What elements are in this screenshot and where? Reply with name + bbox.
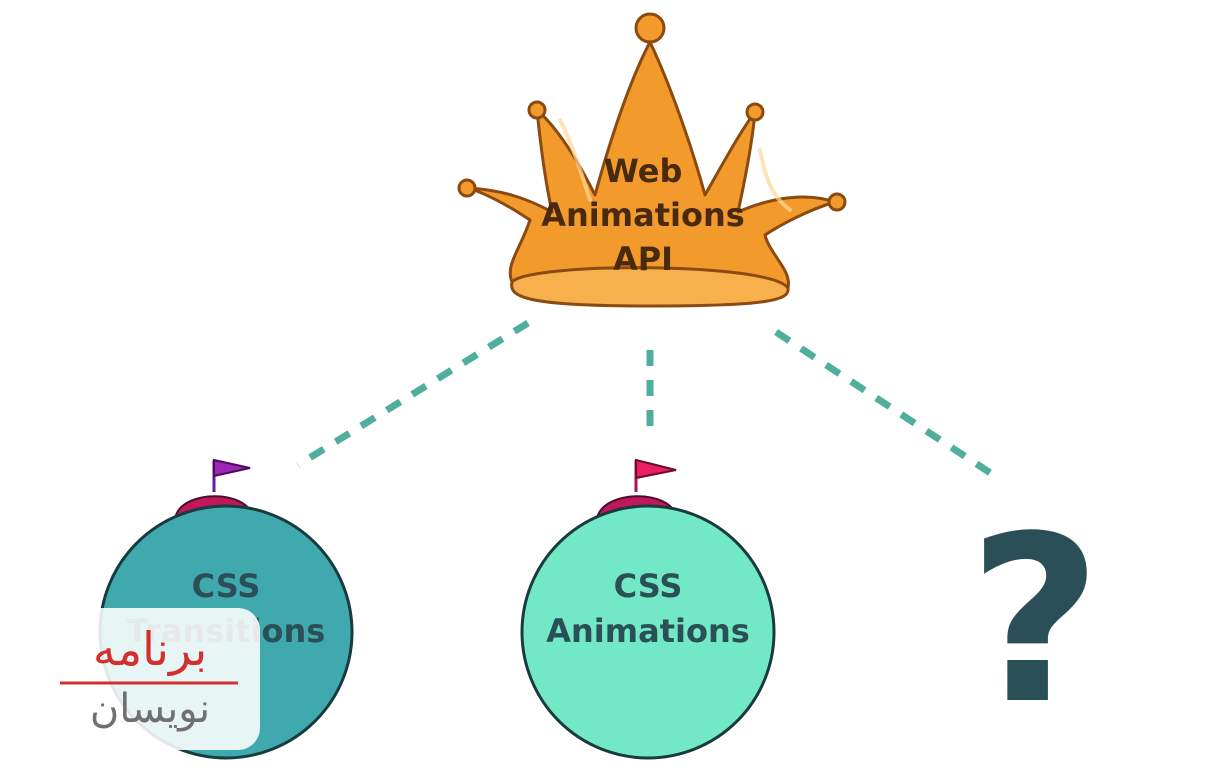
watermark-line2: نویسان [90, 686, 210, 732]
crown-label-line2: Animations [541, 196, 745, 234]
watermark-line1: برنامه [93, 622, 207, 677]
flag-icon-middle [635, 458, 677, 480]
watermark-background [38, 608, 260, 750]
crown-label-line1: Web [604, 152, 683, 190]
node-css-animations: CSS Animations [520, 458, 776, 760]
svg-text:برنامه: برنامه [93, 622, 207, 677]
node-unknown: ? [968, 488, 1101, 755]
flag-icon-left [213, 458, 251, 478]
middle-label-line1: CSS [614, 567, 683, 605]
crown-label-line3: API [613, 240, 673, 278]
watermark-logo: برنامه نویسان [38, 608, 260, 750]
svg-text:Animations: Animations [546, 612, 750, 650]
crown-node: Web Animations API [457, 12, 847, 308]
circle-middle [520, 504, 776, 760]
crown-body [466, 40, 837, 298]
crown-ball-right-inner [745, 102, 765, 122]
svg-text:CSS: CSS [614, 567, 683, 605]
svg-text:Web: Web [604, 152, 683, 190]
crown-ball-right-outer [827, 192, 847, 212]
connector-left [296, 320, 530, 468]
svg-text:نویسان: نویسان [90, 686, 210, 732]
connector-right [774, 329, 997, 479]
left-label-line1: CSS [192, 567, 261, 605]
crown-ball-left-inner [527, 100, 547, 120]
connectors [296, 320, 997, 479]
crown-highlight [558, 118, 592, 202]
crown-ball-top [634, 12, 666, 44]
question-mark: ? [968, 488, 1101, 755]
svg-text:?: ? [968, 488, 1101, 755]
crown-rim [510, 266, 790, 308]
crown-highlight-right [758, 148, 792, 212]
svg-text:API: API [613, 240, 673, 278]
middle-label-line2: Animations [546, 612, 750, 650]
crown-ball-left-outer [457, 178, 477, 198]
svg-text:Animations: Animations [541, 196, 745, 234]
svg-text:CSS: CSS [192, 567, 261, 605]
